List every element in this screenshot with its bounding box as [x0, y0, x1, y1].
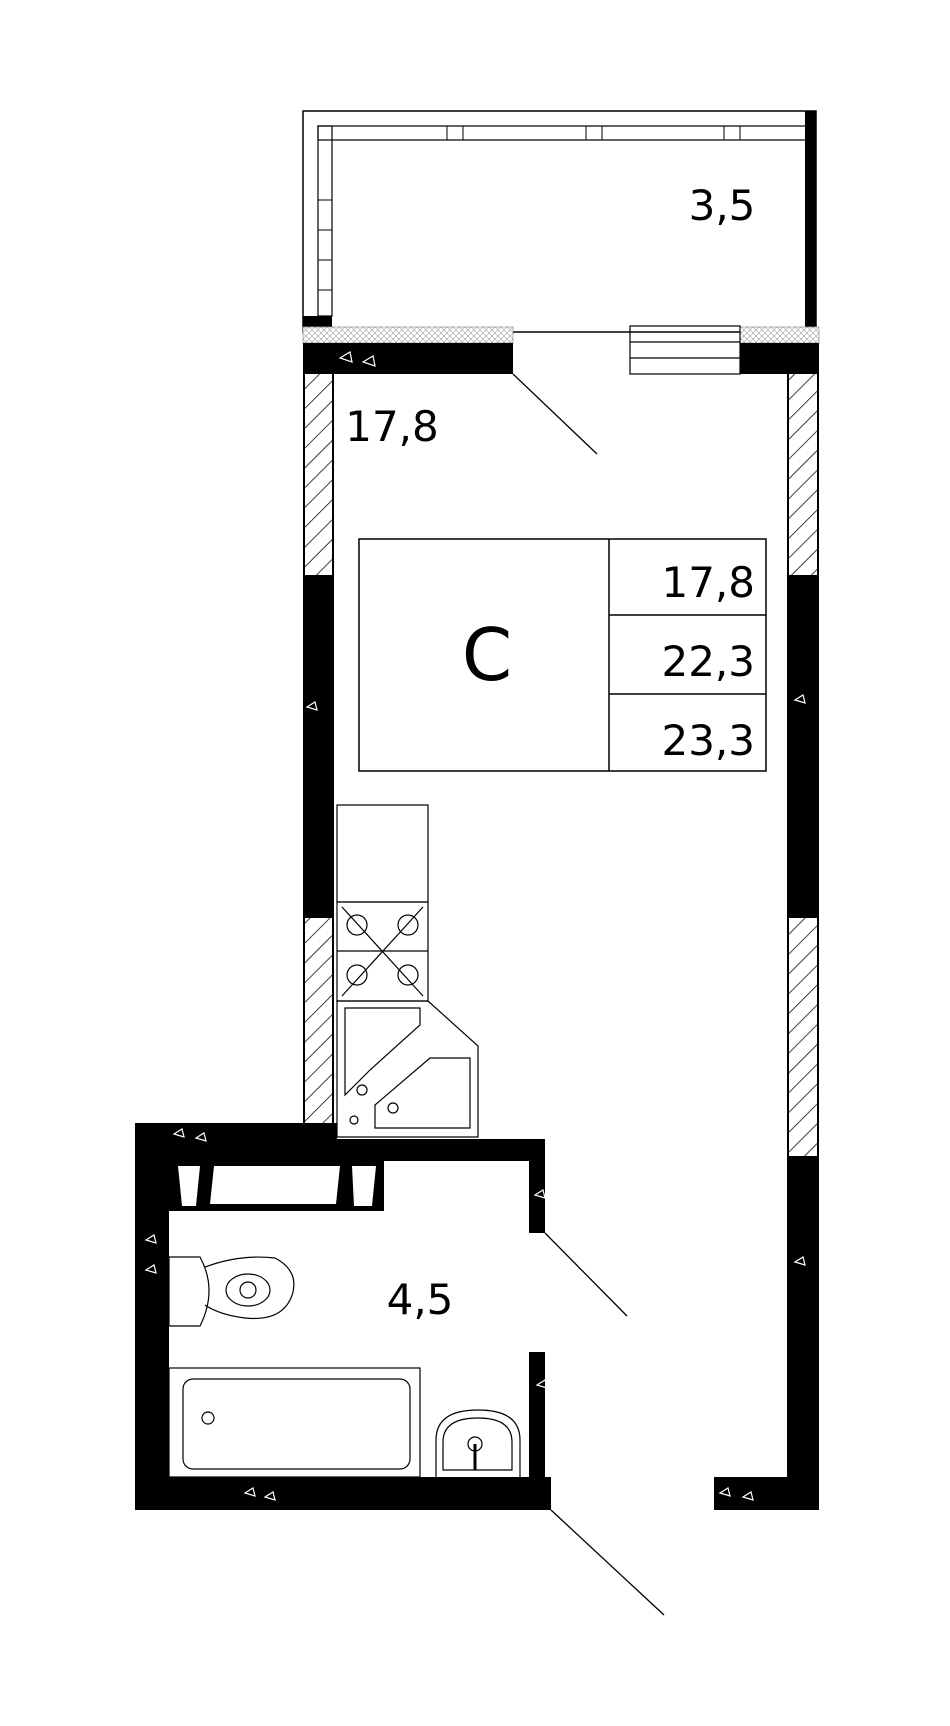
summary-total-area: 22,3 — [661, 637, 755, 686]
summary-total-with-balcony: 23,3 — [661, 716, 755, 765]
balcony-area-label: 3,5 — [689, 181, 756, 230]
washbasin — [435, 1409, 521, 1477]
walls — [135, 343, 819, 1510]
apartment-type-letter: С — [462, 613, 512, 697]
sink — [336, 1000, 479, 1138]
kitchen — [336, 804, 479, 1138]
bathtub — [168, 1367, 421, 1478]
area-summary-table — [358, 538, 767, 772]
window-unit — [629, 325, 741, 375]
toilet — [168, 1256, 210, 1327]
living-area-label: 17,8 — [345, 402, 439, 451]
door-swings — [512, 373, 665, 1616]
bathroom-area-label: 4,5 — [387, 1275, 454, 1324]
summary-living-area: 17,8 — [661, 558, 755, 607]
bathroom-fixtures — [168, 1256, 521, 1478]
balcony — [302, 110, 820, 344]
